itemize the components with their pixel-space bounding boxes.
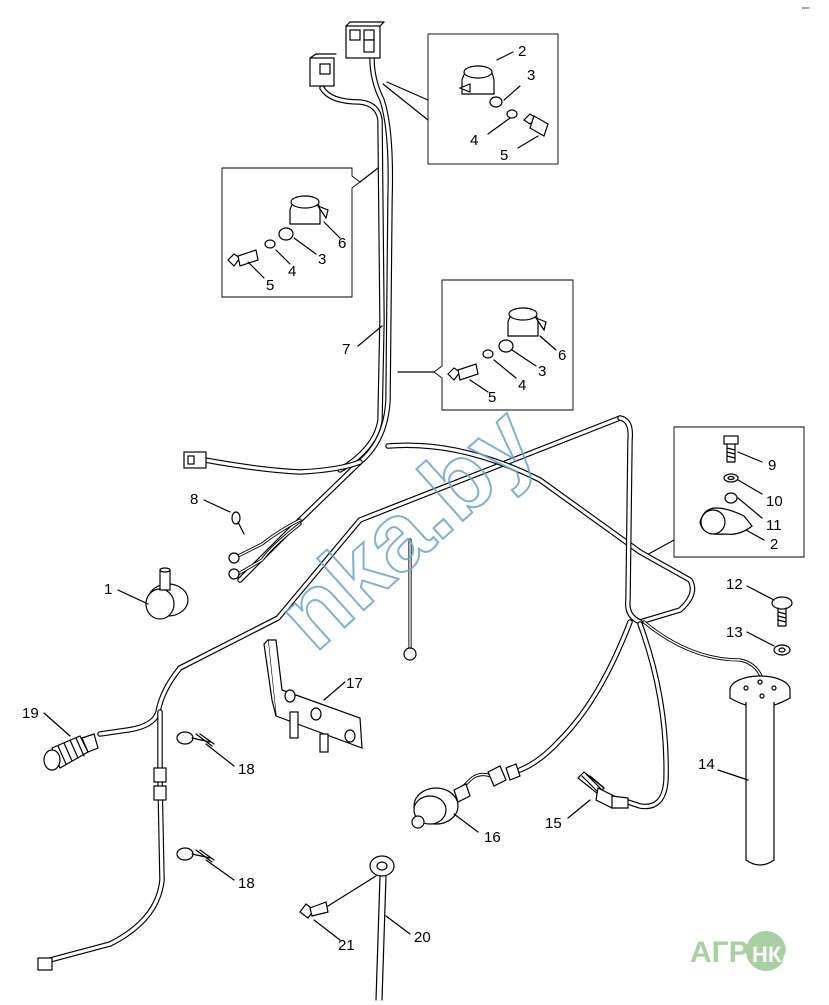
- label-18-upper: 18: [238, 761, 255, 778]
- label-2-right: 2: [770, 536, 778, 553]
- part-19-sensor: [43, 733, 99, 771]
- watermark: nka.by: [257, 385, 557, 670]
- part-13-washer: [773, 644, 791, 656]
- label-10: 10: [766, 493, 783, 510]
- label-15: 15: [545, 815, 562, 832]
- detail-left-parts: [227, 195, 341, 279]
- label-8: 8: [190, 491, 198, 508]
- label-5-top: 5: [500, 147, 508, 164]
- label-5-left: 5: [266, 277, 274, 294]
- connector-bottom-left: [37, 957, 53, 971]
- label-20: 20: [414, 929, 431, 946]
- label-3-left: 3: [318, 251, 326, 268]
- part-12-bolt: [771, 596, 793, 627]
- connector-left-flat: [183, 451, 207, 469]
- connector-top-small: [309, 53, 337, 87]
- label-11: 11: [766, 517, 782, 534]
- label-6-left: 6: [338, 235, 346, 252]
- label-18-lower: 18: [238, 875, 255, 892]
- label-6-middle: 6: [558, 347, 566, 364]
- label-7: 7: [342, 341, 350, 358]
- part-17-bracket: [263, 639, 363, 753]
- logo-circle: [746, 931, 786, 971]
- label-2-top: 2: [518, 43, 526, 60]
- logo-text-right: НКА: [752, 942, 797, 967]
- part-18-terminal-lower: [176, 847, 215, 863]
- agronka-logo: АГРО НКА: [690, 931, 797, 971]
- label-4-middle: 4: [518, 377, 526, 394]
- leader-lines: [43, 325, 775, 941]
- watermark-text: nka.by: [258, 386, 556, 669]
- label-16: 16: [484, 829, 501, 846]
- part-1-cap: [145, 567, 189, 620]
- label-3-top: 3: [527, 67, 535, 84]
- label-5-middle: 5: [488, 389, 496, 406]
- detail-top-right-parts: [458, 51, 549, 149]
- label-12: 12: [726, 576, 743, 593]
- label-9: 9: [768, 457, 776, 474]
- label-13: 13: [726, 624, 743, 641]
- harness-wires: [47, 55, 766, 963]
- inline-connectors: [153, 767, 167, 801]
- connector-top-large: [345, 21, 385, 59]
- ring-terminal-center: [403, 647, 417, 661]
- corner-mark: ᵖᵒᵒᵒ: [802, 6, 810, 12]
- part-21-bolt: [299, 875, 377, 919]
- label-1: 1: [104, 581, 112, 598]
- detail-middle-parts: [447, 307, 557, 393]
- label-17: 17: [346, 675, 363, 692]
- part-15-sensor: [577, 771, 629, 809]
- label-19: 19: [22, 705, 39, 722]
- detail-box-right: [644, 426, 805, 558]
- label-4-left: 4: [288, 263, 296, 280]
- detail-box-top-right: [382, 33, 559, 165]
- item-8-terminals: [228, 511, 245, 580]
- label-3-middle: 3: [538, 363, 546, 380]
- part-18-terminal-upper: [176, 731, 215, 747]
- label-14: 14: [698, 756, 715, 773]
- detail-box-middle: [397, 279, 574, 411]
- part-16-sensor: [411, 763, 521, 829]
- label-4-top: 4: [470, 132, 478, 149]
- detail-right-parts: [699, 435, 765, 541]
- part-14-sender: [729, 675, 791, 866]
- part-numbers: 2 3 4 5 6 3 4 5 6 3 4 5 7 8 1 9 10 11 2 …: [22, 43, 783, 954]
- part-20-rod: [369, 855, 395, 1001]
- label-21: 21: [338, 937, 355, 954]
- detail-box-left: [221, 167, 379, 298]
